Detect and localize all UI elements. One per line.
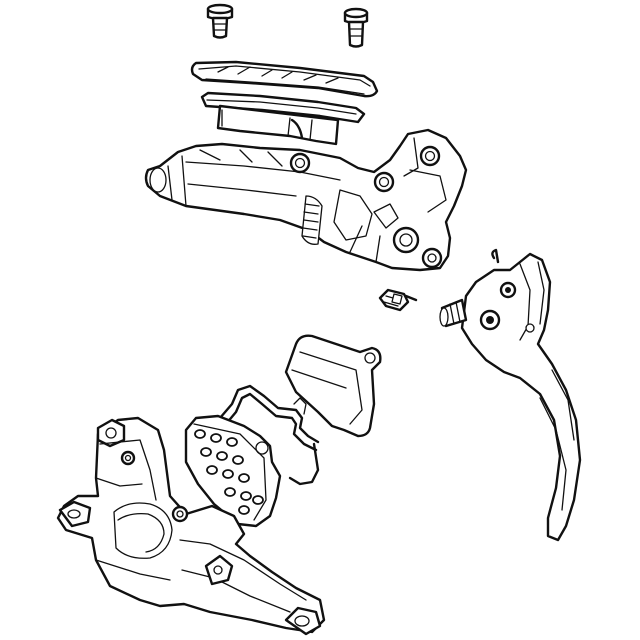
brake-pad-front-icon — [184, 414, 282, 528]
reservoir-cap-icon — [190, 60, 379, 98]
lid-screw-right-icon — [343, 7, 369, 48]
pivot-screw-icon — [378, 288, 418, 312]
caliper-body-icon — [56, 416, 326, 636]
brake-lever-blade-icon — [439, 248, 582, 542]
lever-body-icon — [144, 128, 468, 272]
reservoir-diaphragm-icon — [200, 91, 366, 146]
lid-screw-left-icon — [206, 3, 234, 39]
brake-pad-rear-icon — [284, 334, 382, 438]
pad-spring-icon — [218, 384, 320, 486]
